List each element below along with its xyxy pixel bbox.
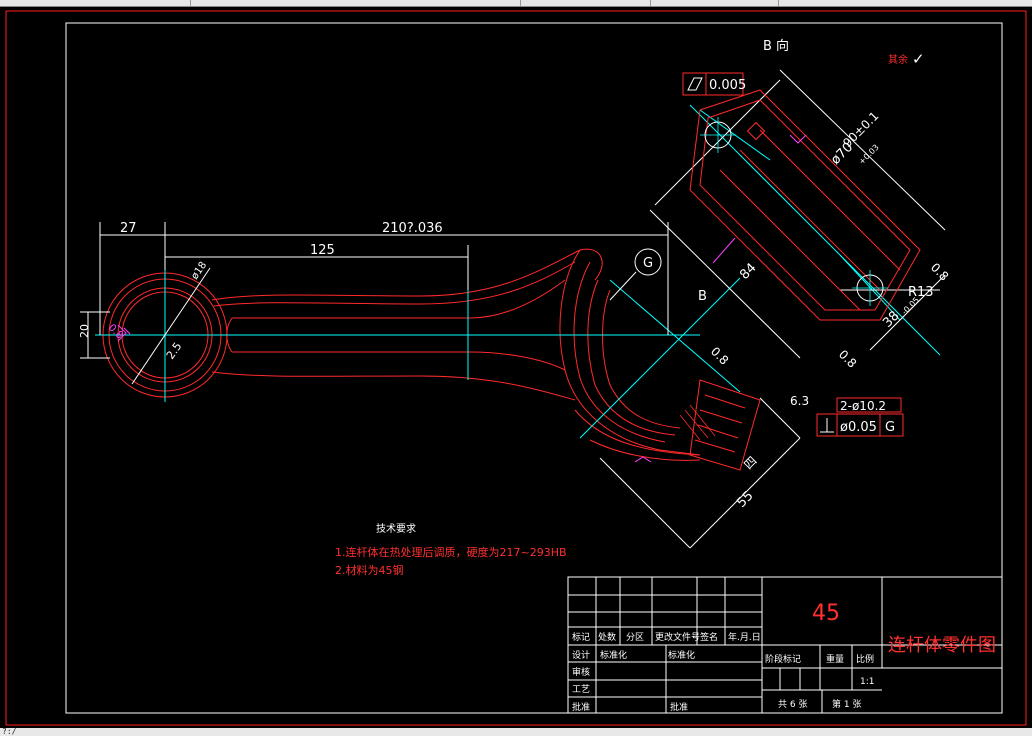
datum-g: G	[609, 248, 662, 301]
tech-requirements: 技术要求 1.连杆体在热处理后调质，硬度为217~293HB 2.材料为45钢	[335, 522, 567, 577]
h-date: 年.月.日	[728, 631, 761, 643]
scale-header: 比例	[856, 653, 874, 665]
designer: 设计	[572, 649, 590, 661]
inner-frame	[65, 22, 1003, 714]
center-lines	[95, 104, 941, 439]
toolbar-strip	[0, 0, 1032, 7]
dimension-lines	[80, 69, 946, 549]
rest-symbol: ✓	[912, 50, 925, 68]
material: 45	[812, 601, 840, 626]
drawing-canvas[interactable]: 27 210?.036 125 20 ø18 2.5 B B 向 其余 ✓ 0.…	[0, 7, 1032, 729]
drawing-name: 连杆体零件图	[888, 635, 996, 656]
toolbar-cell[interactable]	[520, 0, 651, 6]
outer-frame	[5, 10, 1027, 726]
toolbar-cell[interactable]	[650, 0, 779, 6]
hole-centers	[700, 117, 888, 306]
approve: 批准	[572, 701, 590, 713]
h-docno: 更改文件号	[655, 631, 700, 643]
dim-27: 27	[120, 221, 137, 236]
approve-2: 批准	[670, 701, 688, 713]
scale: 1:1	[860, 677, 874, 687]
weld-marks	[117, 134, 807, 463]
weight: 重量	[826, 653, 844, 665]
dim-r13: R13	[908, 285, 934, 300]
dim-0-8-a: 0.8	[708, 344, 731, 367]
hole-spec: 2-ø10.2	[840, 399, 886, 413]
total-sheets: 共 6 张	[778, 699, 807, 710]
sheet-number: 第 1 张	[832, 698, 861, 710]
rod-b-view	[689, 89, 921, 321]
dim-0-8-c: 0.8	[836, 347, 859, 370]
rod-main-view	[102, 248, 761, 471]
dim-6-3: 6.3	[790, 394, 809, 408]
title-block	[567, 576, 1003, 714]
process: 工艺	[572, 684, 590, 695]
std: 标准化	[600, 649, 627, 661]
dim-d70-tol: +0.03	[857, 143, 881, 167]
tech-line-1: 1.连杆体在热处理后调质，硬度为217~293HB	[335, 545, 567, 559]
datum-g-label: G	[643, 256, 653, 271]
dim-125: 125	[310, 243, 335, 258]
rest-label: 其余	[888, 53, 908, 66]
dim-84: 84	[737, 261, 759, 283]
dim-d18: ø18	[189, 260, 209, 282]
toolbar-cell[interactable]	[0, 0, 191, 6]
status-bar: ?:/	[0, 727, 1032, 736]
dim-b: B	[698, 289, 707, 304]
dim-2-5: 2.5	[164, 340, 185, 362]
stage: 阶段标记	[765, 653, 801, 665]
dim-b-direction: B 向	[763, 38, 789, 54]
tech-title: 技术要求	[376, 522, 416, 535]
tech-line-2: 2.材料为45钢	[335, 563, 404, 577]
toolbar-cell[interactable]	[190, 0, 521, 6]
dim-55: 55	[734, 489, 756, 511]
h-sign: 签名	[700, 631, 718, 643]
flatness-frame: 0.005	[682, 72, 746, 96]
check: 审核	[572, 666, 590, 678]
std2: 标准化	[668, 649, 695, 661]
h-mark: 标记	[572, 631, 590, 643]
status-text: ?:/	[2, 727, 17, 736]
dim-210: 210?.036	[382, 221, 443, 236]
h-zone: 分区	[626, 632, 644, 643]
flatness-value: 0.005	[709, 78, 746, 93]
perpendicularity-frame: 2-ø10.2 ø0.05 G	[816, 397, 904, 437]
dim-0-8-b: 0.8	[928, 260, 951, 283]
h-count: 处数	[598, 631, 616, 643]
dim-20: 20	[78, 324, 91, 338]
perp-datum: G	[885, 420, 895, 435]
perp-value: ø0.05	[840, 420, 877, 435]
dim-38: 38	[880, 309, 902, 331]
hole-circles	[704, 121, 884, 302]
